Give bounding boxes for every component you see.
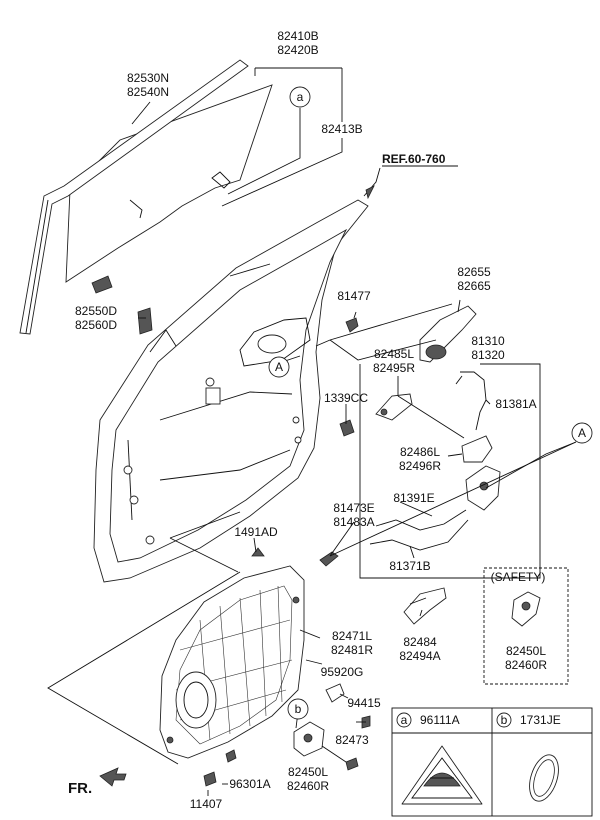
safety-label: (SAFETY) <box>491 570 546 584</box>
svg-text:b: b <box>295 702 302 716</box>
label-82471L: 82471L <box>332 629 372 643</box>
label-82486L: 82486L <box>400 445 440 459</box>
label-82485L: 82485L <box>374 347 414 361</box>
leader-lines <box>47 67 577 796</box>
label-82450L: 82450L <box>288 765 328 779</box>
inside-handle-rod <box>455 371 487 431</box>
ref-arrow-icon <box>365 185 375 200</box>
label-81391E: 81391E <box>393 491 434 505</box>
legend-table: a 96111A b 1731JE <box>391 707 593 817</box>
label-81310: 81310 <box>471 334 505 348</box>
callout-b: b <box>287 698 309 720</box>
label-81473E: 81473E <box>333 501 374 515</box>
legend-b-part: 1731JE <box>520 713 561 727</box>
label-82495R: 82495R <box>373 361 415 375</box>
label-1491AD: 1491AD <box>234 525 278 539</box>
label-81381A: 81381A <box>495 397 536 411</box>
label-96301A: 96301A <box>229 777 270 791</box>
label-82665: 82665 <box>457 279 491 293</box>
label-81320: 81320 <box>471 348 505 362</box>
label-95920G: 95920G <box>321 665 364 679</box>
ref-label: REF.60-760 <box>382 152 446 166</box>
label-1339CC: 1339CC <box>324 391 368 405</box>
legend-a-part: 96111A <box>420 713 460 727</box>
label-11407: 11407 <box>190 797 223 811</box>
label-82473: 82473 <box>335 733 369 747</box>
inside-handle <box>403 587 447 625</box>
label-82413B: 82413B <box>321 122 362 136</box>
front-arrow-icon <box>99 767 127 787</box>
fasteners <box>137 307 371 787</box>
callout-A-frame: A <box>268 356 290 378</box>
safety-actuator <box>511 591 541 627</box>
front-label: FR. <box>68 780 92 797</box>
glass-run-channel <box>19 59 249 335</box>
cable-clip <box>319 551 339 567</box>
label-82530N: 82530N <box>127 71 169 85</box>
outside-handle <box>419 305 477 363</box>
oval-grommet-icon <box>529 754 559 802</box>
handle-bracket <box>375 393 413 421</box>
label-82496R: 82496R <box>399 459 441 473</box>
svg-text:A: A <box>275 360 283 374</box>
svg-text:a: a <box>297 90 304 104</box>
label-82460R: 82460R <box>287 779 329 793</box>
label-82560D: 82560D <box>75 318 117 332</box>
label-81483A: 81483A <box>333 515 374 529</box>
latch-cables <box>369 509 469 551</box>
label-82460R-safety: 82460R <box>505 658 547 672</box>
label-82494A: 82494A <box>399 649 440 663</box>
label-82450L-safety: 82450L <box>506 644 546 658</box>
triangle-grommet-icon <box>401 745 483 805</box>
label-82420B: 82420B <box>277 43 318 57</box>
label-81371B: 81371B <box>389 559 430 573</box>
door-latch <box>465 465 501 511</box>
regulator-motor <box>293 721 325 757</box>
motor-connector <box>325 683 345 703</box>
label-82410B: 82410B <box>277 29 318 43</box>
callout-A-latch: A <box>571 422 593 444</box>
legend-a-letter: a <box>401 713 408 727</box>
label-82484: 82484 <box>403 635 437 649</box>
door-frame <box>93 199 369 583</box>
legend-b-letter: b <box>501 713 508 727</box>
door-module-panel <box>159 547 305 759</box>
label-94415: 94415 <box>347 696 381 710</box>
label-82550D: 82550D <box>75 304 117 318</box>
label-81477: 81477 <box>337 289 371 303</box>
part-labels: 82410B 82420B 82530N 82540N 82413B REF.6… <box>68 29 537 811</box>
handle-cover <box>461 435 493 463</box>
label-82540N: 82540N <box>127 85 169 99</box>
safety-box: (SAFETY) 82450L 82460R <box>483 567 569 685</box>
label-82655: 82655 <box>457 265 491 279</box>
svg-text:A: A <box>578 426 586 440</box>
callout-a: a <box>289 86 311 108</box>
label-82481R: 82481R <box>331 643 373 657</box>
